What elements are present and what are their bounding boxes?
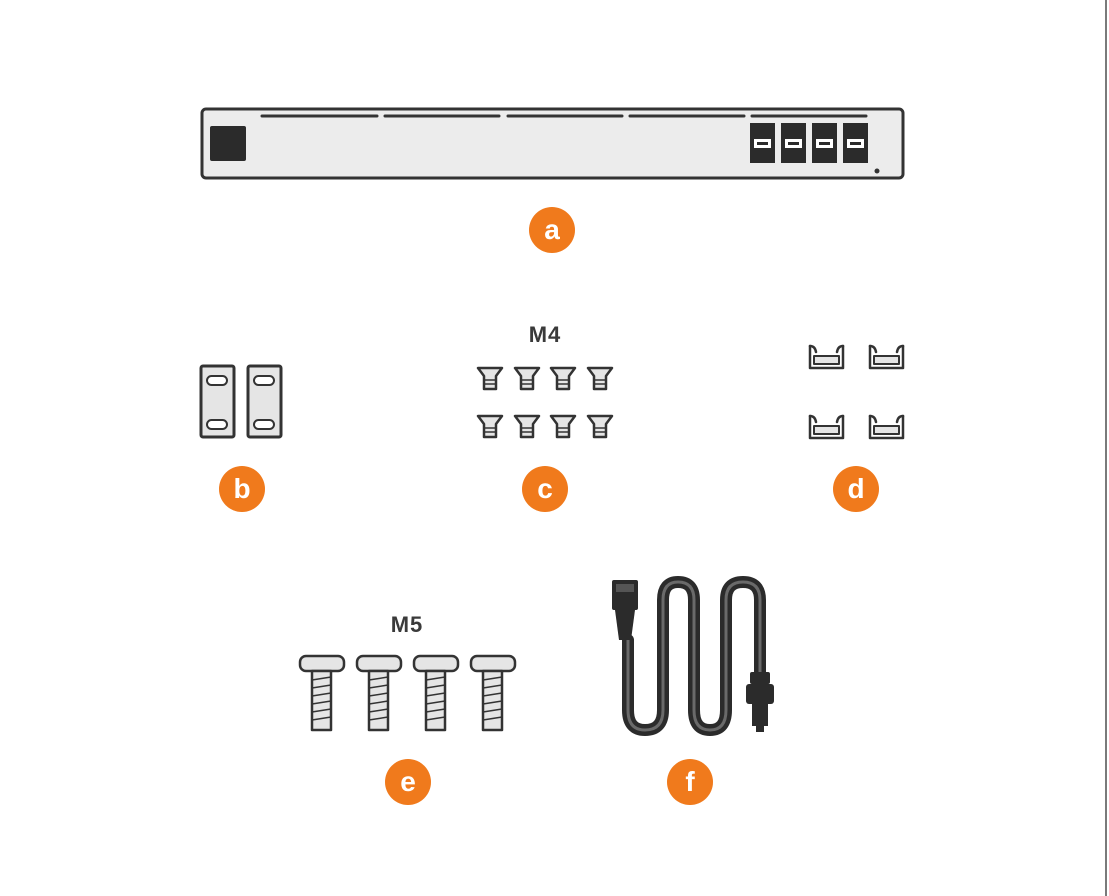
sfp-port-group (750, 123, 868, 163)
rack-brackets (199, 364, 283, 439)
m4-size-label: M4 (528, 322, 562, 347)
m5-size-label: M5 (390, 612, 424, 637)
badge-e: e (385, 759, 431, 805)
badge-c: c (522, 466, 568, 512)
cage-clips (808, 344, 905, 440)
connector-plug-icon (746, 672, 774, 732)
cage-clip-icon (808, 414, 845, 440)
sfp-port-icon (750, 123, 775, 163)
m4-screw-icon (476, 366, 504, 391)
bracket-icon (199, 364, 236, 439)
m4-screw-icon (549, 366, 577, 391)
power-plug-icon (612, 580, 638, 640)
m5-screws (298, 654, 517, 732)
m4-screw-icon (476, 414, 504, 439)
sfp-port-icon (781, 123, 806, 163)
m4-screw-icon (586, 366, 614, 391)
m5-screw-icon (469, 654, 517, 732)
sfp-port-icon (843, 123, 868, 163)
sfp-port-icon (812, 123, 837, 163)
cage-clip-icon (808, 344, 845, 370)
cage-clip-icon (868, 344, 905, 370)
m4-screws (476, 366, 614, 439)
rack-device (200, 107, 905, 180)
badge-b: b (219, 466, 265, 512)
status-led-icon (874, 168, 880, 174)
m4-screw-icon (513, 414, 541, 439)
m5-screw-icon (355, 654, 403, 732)
right-edge-border (1105, 0, 1107, 896)
badge-f: f (667, 759, 713, 805)
m5-screw-icon (298, 654, 346, 732)
m4-screw-icon (549, 414, 577, 439)
m5-screw-icon (412, 654, 460, 732)
power-port-icon (210, 126, 246, 161)
bracket-icon (246, 364, 283, 439)
m4-screw-icon (586, 414, 614, 439)
power-cord (612, 576, 774, 736)
cage-clip-icon (868, 414, 905, 440)
m4-screw-icon (513, 366, 541, 391)
badge-a: a (529, 207, 575, 253)
badge-d: d (833, 466, 879, 512)
